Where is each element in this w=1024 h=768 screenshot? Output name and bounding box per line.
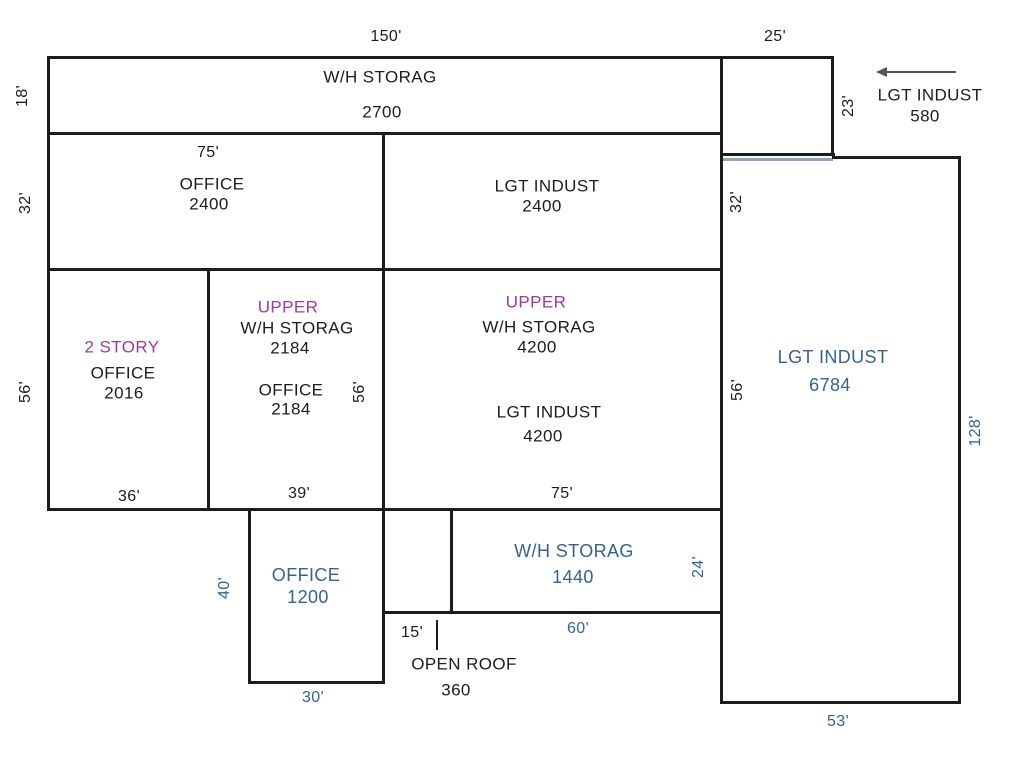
wall-row2-bottom bbox=[47, 268, 723, 271]
wall-rightbox-bottom bbox=[720, 701, 961, 704]
dim-128ft: 128' bbox=[967, 415, 984, 447]
dim-60ft: 60' bbox=[566, 620, 590, 637]
room-floor-upper-2184: UPPER bbox=[257, 297, 319, 317]
room-label-open-roof: OPEN ROOF bbox=[411, 654, 517, 674]
dim-56ft-left: 56' bbox=[17, 380, 34, 404]
dim-36ft: 36' bbox=[117, 488, 141, 505]
room-area-office-1200: 1200 bbox=[287, 587, 329, 607]
left-arrow-line bbox=[886, 71, 956, 73]
dim-18ft: 18' bbox=[14, 84, 31, 108]
room-area-wh-storag-1440: 1440 bbox=[552, 567, 594, 587]
wall-rightbox-right bbox=[958, 156, 961, 704]
wall-row2-divider bbox=[382, 132, 385, 271]
dim-75ft-bottom: 75' bbox=[550, 485, 574, 502]
wall-row3-divider-right bbox=[382, 268, 385, 511]
dim-32ft-right: 32' bbox=[728, 190, 745, 214]
dim-25ft: 25' bbox=[763, 28, 787, 45]
room-area-lgt-indust-580: 580 bbox=[910, 106, 940, 126]
dim-53ft: 53' bbox=[826, 713, 850, 730]
room-area-office-2400: 2400 bbox=[189, 194, 229, 214]
room-label-office-1200: OFFICE bbox=[271, 565, 341, 585]
room-area-open-roof: 360 bbox=[441, 680, 471, 700]
dim-15ft: 15' bbox=[400, 624, 424, 641]
wall-left bbox=[47, 56, 50, 511]
room-label-wh-storag-2700: W/H STORAG bbox=[323, 67, 437, 87]
room-area-office-2184: 2184 bbox=[271, 399, 311, 419]
room-label-wh-storag-4200: W/H STORAG bbox=[482, 317, 596, 337]
room-label-wh-storag-2184: W/H STORAG bbox=[240, 318, 354, 338]
room-label-lgt-indust-4200: LGT INDUST bbox=[496, 402, 602, 422]
room-area-wh-storag-2700: 2700 bbox=[362, 102, 402, 122]
room-label-office-2016: OFFICE bbox=[90, 363, 156, 383]
left-arrow-icon bbox=[876, 67, 887, 77]
wall-office1200-right bbox=[382, 508, 385, 684]
dim-40ft: 40' bbox=[216, 576, 233, 600]
room-floor-upper-4200: UPPER bbox=[505, 292, 567, 312]
wall-whstorag1440-bottom bbox=[383, 611, 723, 614]
room-area-lgt-indust-4200: 4200 bbox=[523, 426, 563, 446]
wall-row3-divider-left bbox=[207, 268, 210, 511]
wall-rightbox-top bbox=[832, 156, 961, 159]
dim-32ft-left: 32' bbox=[17, 191, 34, 215]
dim-23ft: 23' bbox=[840, 94, 857, 118]
dim-56ft-right: 56' bbox=[729, 378, 746, 402]
room-label-lgt-indust-580: LGT INDUST bbox=[877, 85, 983, 105]
wall-office1200-bottom bbox=[248, 681, 385, 684]
dim-24ft: 24' bbox=[690, 555, 707, 579]
wall-smallbox-left bbox=[720, 56, 723, 156]
dim-56ft-mid: 56' bbox=[351, 380, 368, 404]
room-label-wh-storag-1440: W/H STORAG bbox=[514, 541, 634, 561]
dim-39ft: 39' bbox=[287, 485, 311, 502]
wall-smallbox-bottom bbox=[720, 153, 835, 156]
room-label-office-2184: OFFICE bbox=[258, 380, 324, 400]
wall-topbox-bottom bbox=[47, 132, 723, 135]
wall-office1200-left bbox=[248, 508, 251, 684]
wall-adjoining-blue bbox=[722, 158, 833, 161]
room-label-lgt-indust-2400: LGT INDUST bbox=[494, 176, 600, 196]
dim-150ft: 150' bbox=[370, 28, 402, 45]
wall-row3-bottom bbox=[47, 508, 723, 511]
dim-75ft-top: 75' bbox=[196, 144, 220, 161]
wall-smallbox-right bbox=[831, 56, 834, 156]
room-area-lgt-indust-6784: 6784 bbox=[809, 375, 851, 395]
room-area-wh-storag-2184: 2184 bbox=[270, 338, 310, 358]
dim-tick-15ft bbox=[436, 620, 438, 650]
wall-openroof-right bbox=[450, 508, 453, 614]
wall-rightbox-left bbox=[720, 156, 723, 704]
dim-30ft: 30' bbox=[301, 689, 325, 706]
room-area-lgt-indust-2400: 2400 bbox=[522, 196, 562, 216]
room-label-office-2400: OFFICE bbox=[179, 174, 245, 194]
room-area-wh-storag-4200: 4200 bbox=[517, 337, 557, 357]
room-label-lgt-indust-6784: LGT INDUST bbox=[777, 347, 889, 367]
room-floor-2story: 2 STORY bbox=[84, 337, 160, 357]
wall-top bbox=[47, 56, 834, 59]
room-area-office-2016: 2016 bbox=[104, 383, 144, 403]
